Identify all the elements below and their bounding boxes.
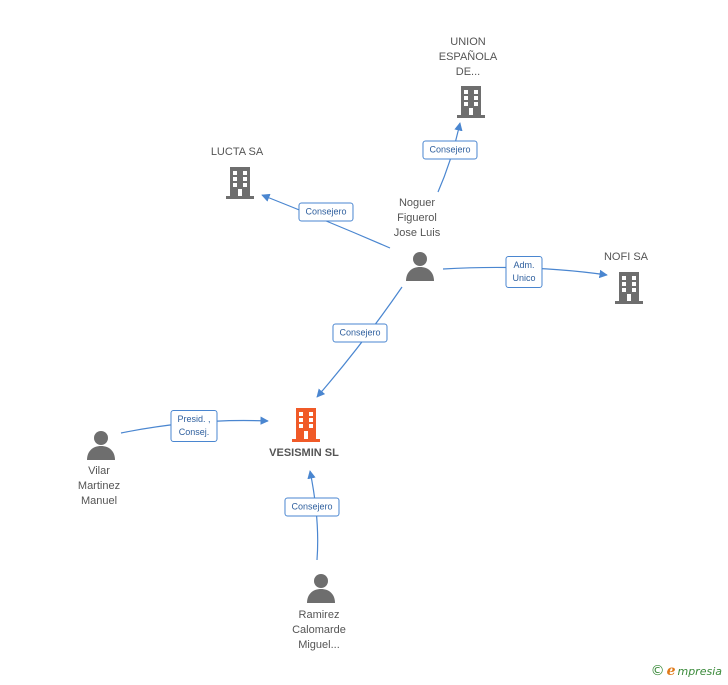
footer-brand: © e mpresia: [651, 663, 722, 679]
edge-ramirez-vesismin: [307, 470, 319, 561]
company-label-lucta: LUCTA SA: [211, 145, 263, 160]
edge-label-text: Presid. ,: [177, 414, 211, 424]
brand-logo-initial: e: [666, 663, 676, 679]
person-name-line: Manuel: [80, 495, 118, 507]
copyright-icon: ©: [650, 663, 665, 679]
edge-noguer-vesismin: [316, 286, 403, 398]
person-label-noguer: Noguer Figuerol Jose Luis: [394, 196, 440, 241]
brand-logo-text: mpresia: [677, 664, 722, 678]
person-name-line: Jose Luis: [393, 227, 441, 239]
edge-label-vilar-vesismin[interactable]: Presid. , Consej.: [170, 410, 218, 442]
main-company-name: VESISMIN SL: [269, 447, 339, 459]
person-name-line: Miguel...: [298, 639, 340, 651]
company-label-union: UNION ESPAÑOLA DE...: [439, 35, 498, 80]
edge-label-text: Consejero: [305, 206, 347, 217]
edge-label-noguer-vesismin[interactable]: Consejero: [332, 323, 388, 343]
edge-label-text: Unico: [512, 273, 536, 283]
main-company-label: VESISMIN SL: [269, 446, 339, 461]
company-name-line: UNION: [450, 36, 486, 48]
main-company-building-icon[interactable]: [290, 406, 322, 442]
company-name-line: NOFI SA: [603, 251, 649, 263]
person-name-line: Noguer: [398, 197, 436, 209]
person-icon[interactable]: [306, 573, 336, 603]
company-label-nofi: NOFI SA: [604, 250, 648, 265]
building-icon[interactable]: [613, 270, 645, 304]
edge-label-text: Consejero: [291, 501, 333, 512]
building-icon[interactable]: [224, 165, 256, 199]
company-name-line: ESPAÑOLA: [438, 51, 498, 63]
edge-label-text: Adm.: [513, 260, 535, 270]
company-name-line: LUCTA SA: [210, 146, 264, 158]
edge-label-text: Consej.: [178, 427, 210, 437]
edge-label-noguer-nofi[interactable]: Adm. Unico: [505, 256, 543, 288]
person-label-vilar: Vilar Martinez Manuel: [78, 464, 120, 509]
edge-label-text: Consejero: [339, 327, 381, 338]
person-name-line: Martinez: [77, 480, 121, 492]
person-name-line: Calomarde: [292, 624, 346, 636]
edge-label-noguer-union[interactable]: Consejero: [422, 140, 478, 160]
person-icon[interactable]: [405, 251, 435, 281]
person-name-line: Ramirez: [298, 609, 340, 621]
edge-label-text: Consejero: [429, 144, 471, 155]
person-icon[interactable]: [86, 430, 116, 460]
edge-noguer-lucta: [261, 193, 391, 249]
building-icon[interactable]: [455, 84, 487, 118]
person-name-line: Figuerol: [397, 212, 437, 224]
company-name-line: DE...: [455, 66, 481, 78]
edge-label-ramirez-vesismin[interactable]: Consejero: [284, 497, 340, 517]
person-name-line: Vilar: [88, 465, 110, 477]
edge-label-noguer-lucta[interactable]: Consejero: [298, 202, 354, 222]
person-label-ramirez: Ramirez Calomarde Miguel...: [292, 608, 346, 653]
